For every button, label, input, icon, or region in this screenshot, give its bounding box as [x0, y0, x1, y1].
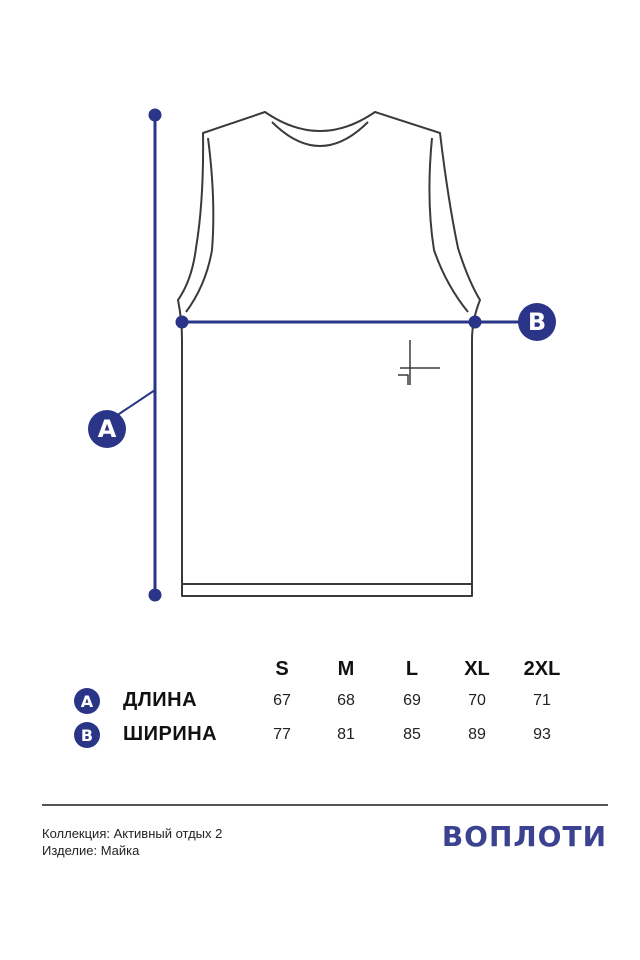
size-header-m: M	[337, 658, 355, 680]
row-a-value-2xl: 71	[533, 692, 551, 709]
tank-top-outline	[177, 111, 481, 597]
item-info: Изделие: Майка	[42, 843, 140, 858]
row-a-value-l: 69	[403, 692, 421, 709]
row-b-value-xl: 89	[468, 726, 486, 743]
row-a-value-m: 68	[337, 692, 355, 709]
length-measure-a	[112, 108, 162, 602]
row-a-value-s: 67	[273, 692, 291, 709]
row-b-value-m: 81	[337, 726, 355, 743]
width-measure-b	[175, 315, 540, 329]
row-a-label: ДЛИНА	[123, 689, 198, 711]
row-b-label: ШИРИНА	[123, 723, 218, 745]
row-b-value-s: 77	[273, 726, 291, 743]
row-a-badge: A	[74, 688, 100, 714]
row-b-badge: B	[74, 722, 100, 748]
marker-b-badge: B	[518, 303, 556, 341]
marker-a-badge: A	[88, 410, 126, 448]
size-header-2xl: 2XL	[523, 658, 561, 680]
brand-logo: ВОПЛОТИ	[441, 820, 607, 853]
collection-info: Коллекция: Активный отдых 2	[42, 826, 223, 841]
size-header-l: L	[405, 658, 419, 680]
row-a-value-xl: 70	[468, 692, 486, 709]
row-b-value-l: 85	[403, 726, 421, 743]
size-header-xl: XL	[464, 658, 490, 680]
tank-top-diagram	[112, 108, 540, 602]
size-header-s: S	[275, 658, 289, 680]
footer-divider	[42, 804, 608, 806]
row-b-value-2xl: 93	[533, 726, 551, 743]
